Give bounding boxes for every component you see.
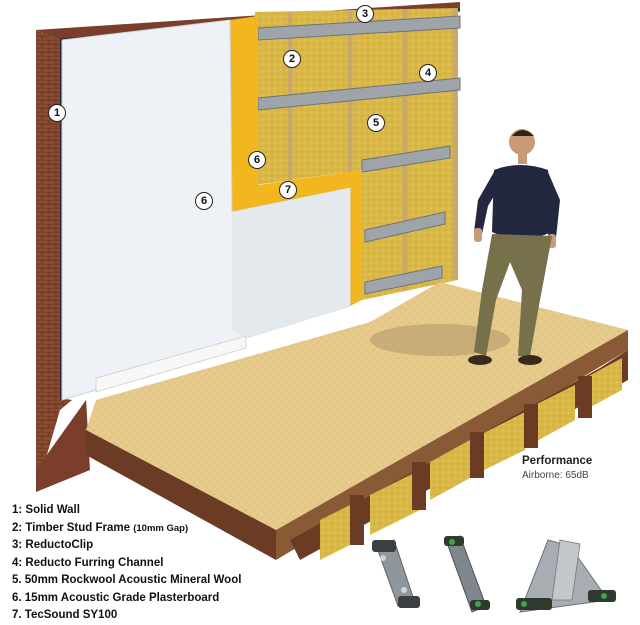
callout-plasterboard-inner: 6 (248, 151, 266, 169)
callout-reductoclip: 3 (356, 5, 374, 23)
channel-hanger-product (516, 539, 616, 613)
legend-gap-note: (10mm Gap) (133, 522, 189, 534)
callout-stud-frame: 2 (283, 50, 301, 68)
person-figure (370, 129, 560, 365)
furring-channels (257, 15, 461, 295)
legend-item-mineral-wool: 5. 50mm Rockwool Acoustic Mineral Wool (12, 574, 242, 586)
callout-solid-wall: 1 (48, 104, 66, 122)
plasterboard (61, 19, 351, 401)
callout-tecsound: 7 (279, 181, 297, 199)
component-legend: 1: Solid Wall 2: Timber Stud Frame (10mm… (12, 502, 241, 625)
legend-item-solid-wall: 1: Solid Wall (12, 504, 80, 516)
reductoclip-product (372, 539, 420, 608)
legend-item-plasterboard: 6. 15mm Acoustic Grade Plasterboard (12, 591, 220, 604)
legend-item-reductoclip: 3: ReductoClip (12, 539, 94, 551)
callout-furring-channel: 4 (419, 64, 437, 82)
performance-airborne: Airborne: 65dB (522, 470, 589, 481)
clip-bracket-product (444, 535, 490, 613)
legend-item-furring-channel: 4: Reducto Furring Channel (12, 556, 164, 569)
callout-mineral-wool: 5 (367, 114, 385, 132)
callout-plasterboard: 6 (195, 192, 213, 210)
performance-panel: Performance Airborne: 65dB (522, 455, 592, 481)
legend-item-tecsound: 7. TecSound SY100 (12, 609, 118, 621)
performance-title: Performance (522, 455, 593, 467)
legend-item-stud-frame: 2: Timber Stud Frame (10mm Gap) (12, 521, 189, 534)
floor-joists (290, 350, 628, 560)
